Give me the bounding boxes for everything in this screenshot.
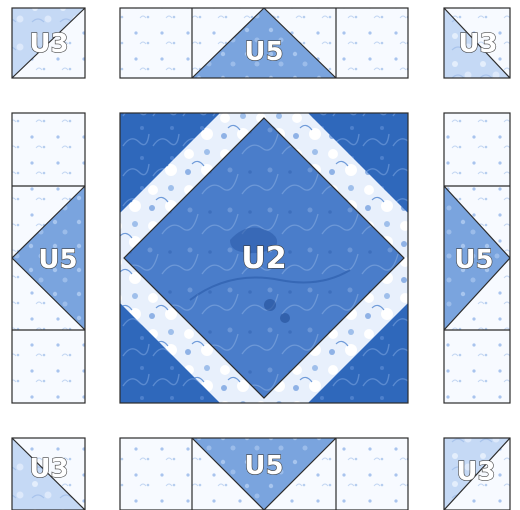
label-center: U2 [241, 241, 286, 276]
flying-geese-top: U5 [120, 8, 408, 78]
flying-geese-bottom: U5 [120, 438, 408, 510]
corner-bottom-left: U3 [12, 438, 85, 510]
flying-geese-right: U5 [444, 113, 510, 403]
label-left-mid: U5 [38, 245, 77, 275]
corner-bottom-right: U3 [444, 438, 510, 510]
label-top-mid: U5 [244, 37, 283, 67]
label-bottom-mid: U5 [244, 451, 283, 481]
label-bottom-right: U3 [456, 457, 495, 487]
corner-top-left: U3 [12, 8, 85, 78]
label-bottom-left: U3 [29, 454, 68, 484]
center-block: U2 [120, 113, 408, 403]
corner-top-right: U3 [444, 8, 510, 78]
label-right-mid: U5 [454, 245, 493, 275]
label-top-right: U3 [458, 29, 497, 59]
label-top-left: U3 [29, 29, 68, 59]
flying-geese-left: U5 [12, 113, 85, 403]
